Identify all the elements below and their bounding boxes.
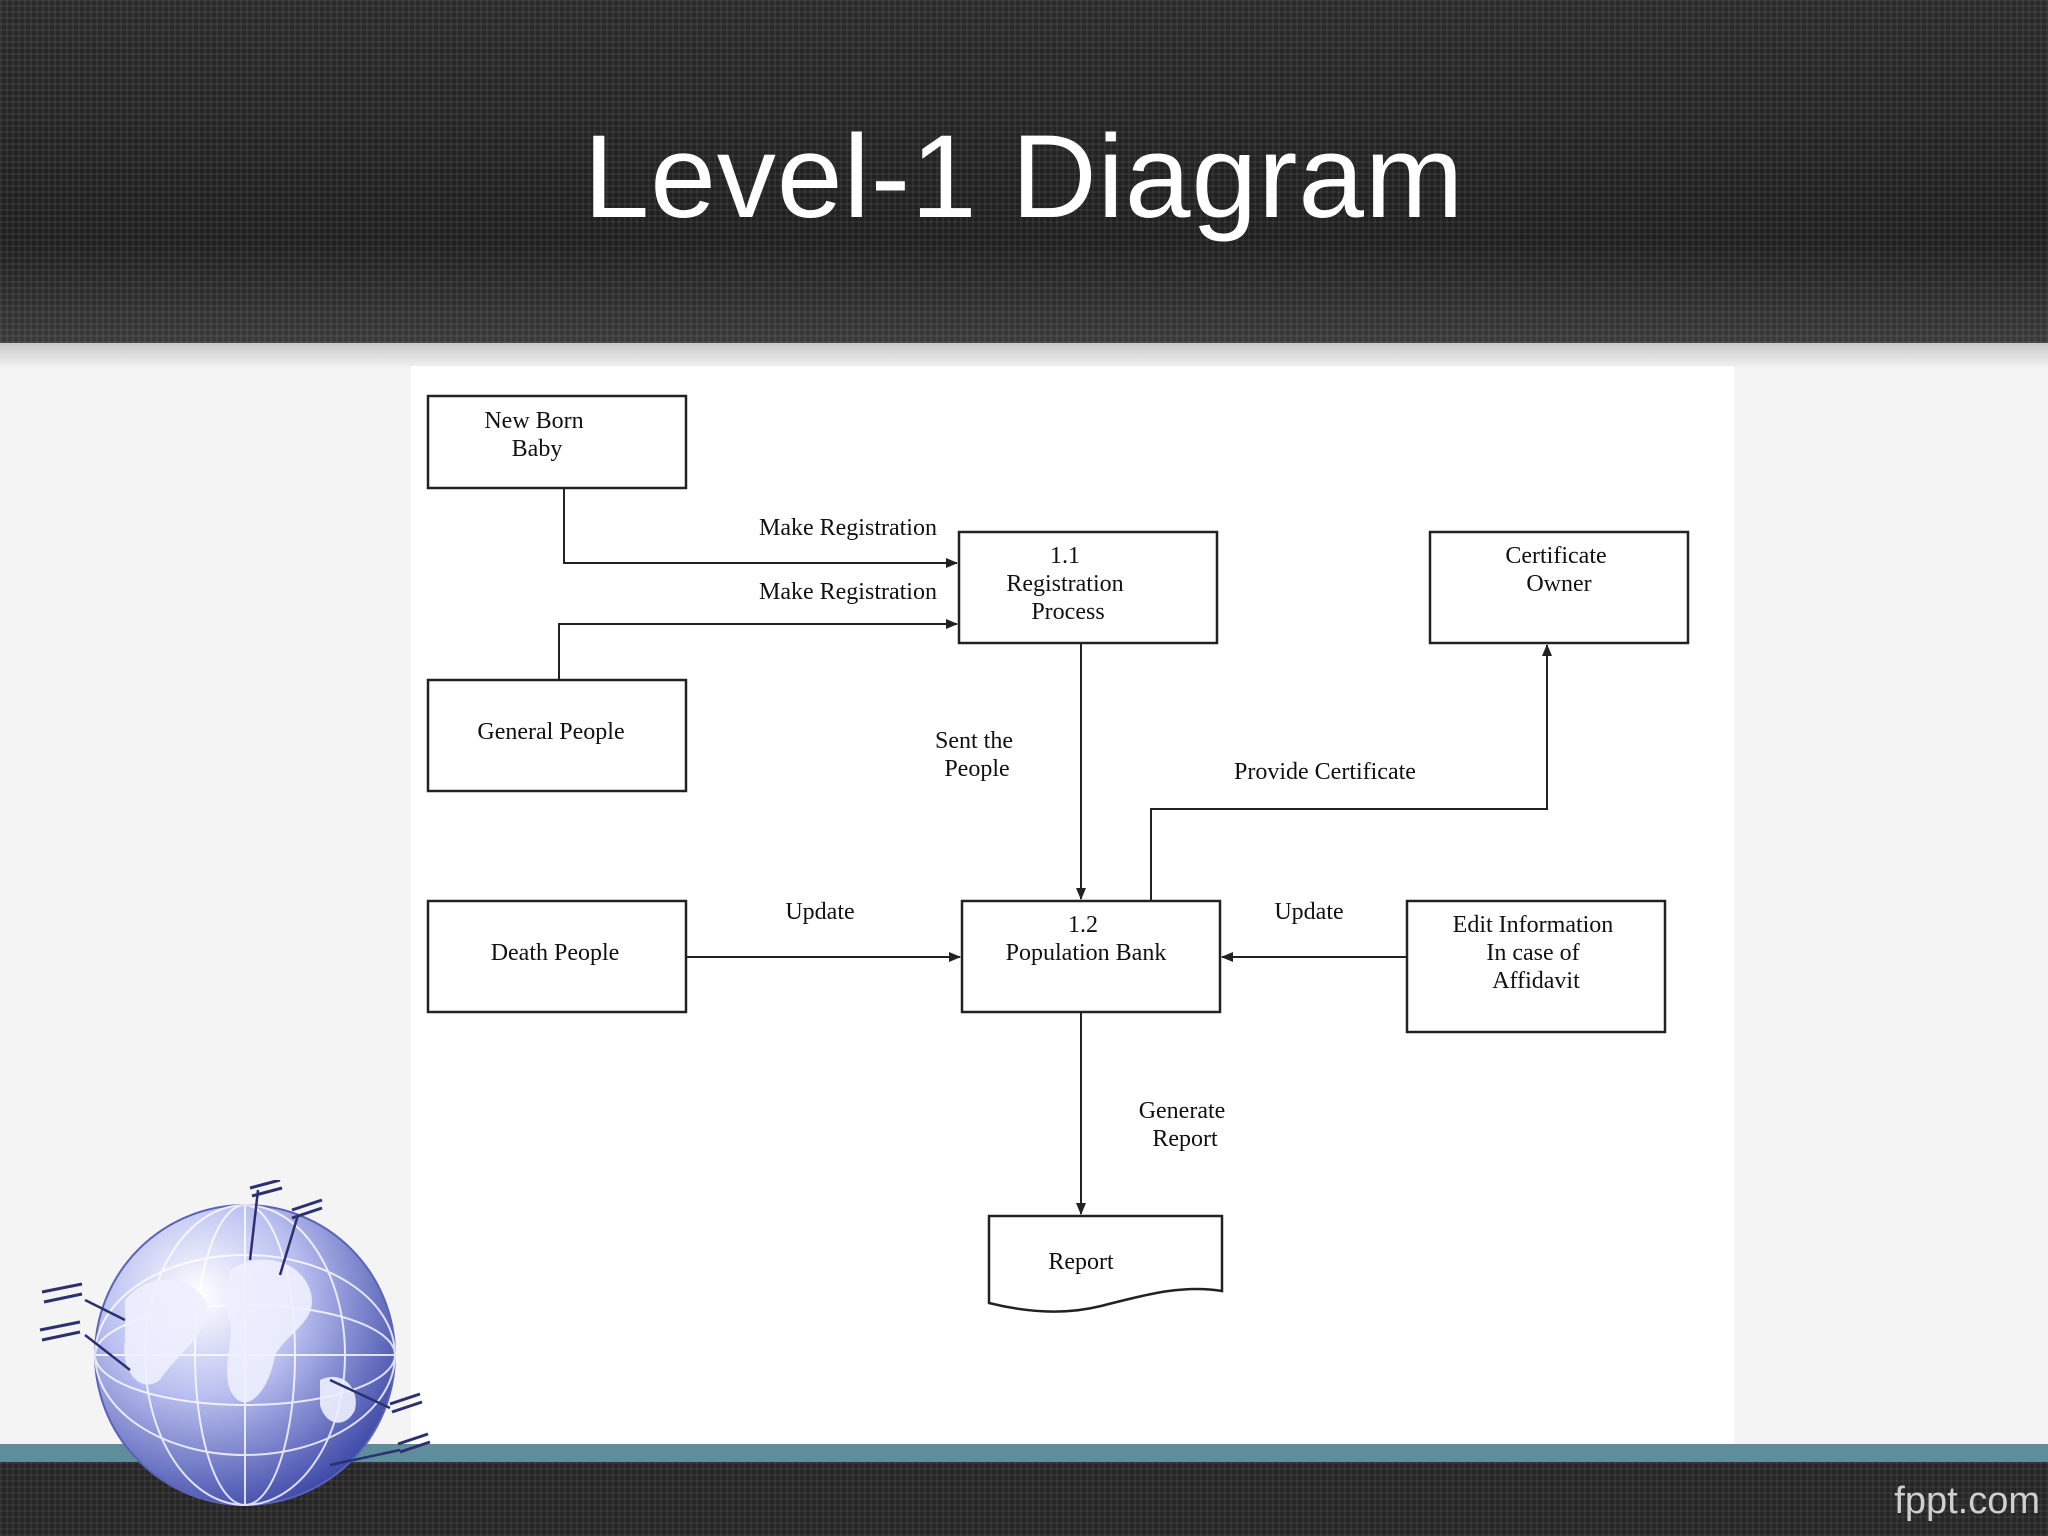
make-registration-label-2: Make Registration	[759, 579, 937, 605]
certificate-owner-box	[1428, 530, 1690, 645]
flow-bank-to-certificate	[1150, 644, 1552, 901]
globe-icon	[39, 1180, 431, 1506]
make-registration-label-1: Make Registration	[759, 515, 937, 541]
report-label: Report	[1048, 1249, 1114, 1275]
flow-baby-to-registration	[563, 488, 958, 568]
update-right-label: Update	[1274, 899, 1343, 925]
update-left-label: Update	[785, 899, 854, 925]
slide-header	[0, 0, 2048, 343]
registration-process-box	[957, 530, 1219, 645]
generate-report-label: Generate Report	[1139, 1098, 1232, 1152]
footer-stripe	[0, 1444, 2048, 1462]
population-bank-box	[960, 899, 1222, 1014]
slide-title: Level-1 Diagram	[583, 111, 1465, 243]
registration-process-label: 1.1 Registration Process	[1006, 543, 1129, 625]
new-born-baby-label: New Born Baby	[484, 408, 589, 462]
provide-certificate-label: Provide Certificate	[1234, 759, 1416, 785]
header-shadow	[0, 343, 2048, 369]
death-people-box	[426, 899, 688, 1014]
general-people-label: General People	[477, 719, 624, 745]
brand-watermark: fppt.com	[1894, 1480, 2040, 1522]
level-1-dfd: New Born Baby General People 1.1 Registr…	[426, 394, 1690, 1313]
edit-information-label: Edit Information In case of Affidavit	[1453, 912, 1620, 994]
edit-information-box	[1405, 899, 1667, 1034]
death-people-label: Death People	[491, 940, 620, 966]
report-document-shape	[987, 1214, 1224, 1313]
diagram-panel: New Born Baby General People 1.1 Registr…	[411, 366, 1734, 1446]
certificate-owner-label: Certificate Owner	[1505, 543, 1612, 597]
slide-footer	[0, 1462, 2048, 1536]
population-bank-label: 1.2 Population Bank	[1006, 912, 1167, 966]
general-people-box	[426, 678, 688, 793]
new-born-baby-box	[426, 394, 688, 490]
sent-the-people-label: Sent the People	[935, 728, 1019, 782]
flow-general-to-registration	[558, 619, 958, 680]
